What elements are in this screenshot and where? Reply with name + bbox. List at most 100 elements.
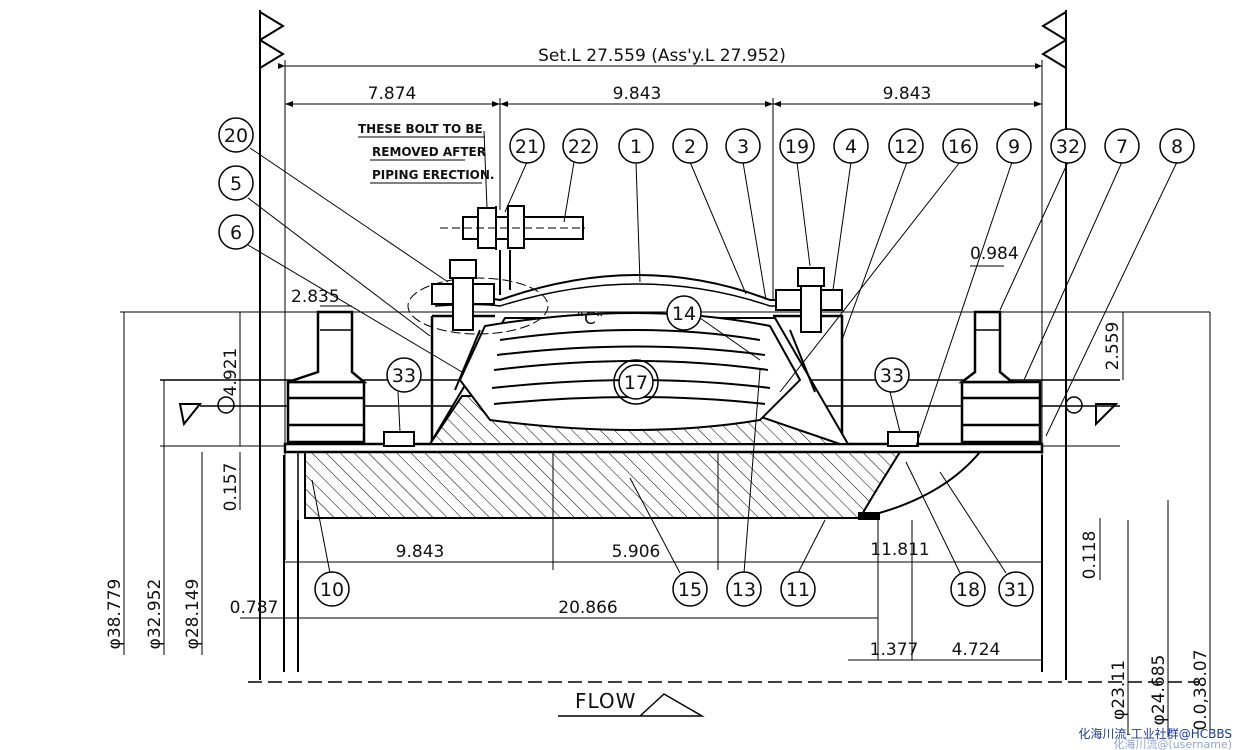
balloon-number: 8 bbox=[1171, 136, 1183, 158]
balloon-number: 12 bbox=[894, 136, 918, 158]
balloon-number: 1 bbox=[630, 136, 642, 158]
balloon-number: 2 bbox=[684, 136, 696, 158]
balloon-number: 7 bbox=[1116, 136, 1128, 158]
balloon-circle bbox=[998, 571, 1034, 607]
dim-bottom-b: 5.906 bbox=[612, 542, 661, 562]
balloon-circle bbox=[618, 364, 654, 400]
flow-label: FLOW bbox=[575, 689, 636, 713]
dim-top-2: 9.843 bbox=[613, 84, 662, 104]
right-flange bbox=[958, 310, 1042, 444]
balloon-circle bbox=[888, 128, 924, 164]
balloon-number: 4 bbox=[845, 136, 857, 158]
balloon-circle bbox=[218, 117, 254, 153]
balloon-circle bbox=[725, 128, 761, 164]
balloon-circle bbox=[314, 571, 350, 607]
note-line-2: REMOVED AFTER bbox=[372, 145, 486, 159]
balloon-number: 15 bbox=[678, 579, 702, 601]
erection-note: THESE BOLT TO BE REMOVED AFTER PIPING ER… bbox=[358, 122, 494, 209]
balloon-circle bbox=[726, 571, 762, 607]
top-chain-dimensions: 7.874 9.843 9.843 bbox=[285, 84, 1042, 107]
dim-right-small: 0.984 bbox=[970, 244, 1019, 264]
balloon-circle bbox=[562, 128, 598, 164]
balloon-circle bbox=[386, 357, 422, 393]
balloon-number: 13 bbox=[732, 579, 756, 601]
leader-lines bbox=[247, 147, 1178, 574]
balloon-number: 18 bbox=[956, 579, 980, 601]
balloon-number: 32 bbox=[1056, 136, 1080, 158]
dim-bottom-e: 0.787 bbox=[230, 598, 279, 618]
balloon-circle bbox=[1050, 128, 1086, 164]
watermark: 化海川流-工业社群@HCBBS 化海川流@(username) bbox=[1078, 726, 1232, 750]
dim-bottom-g: 4.724 bbox=[952, 640, 1001, 660]
balloon-circle bbox=[996, 128, 1032, 164]
balloon-number: 21 bbox=[515, 136, 539, 158]
balloon-circle bbox=[950, 571, 986, 607]
dim-gap: 0.157 bbox=[221, 463, 241, 512]
balloon-circle bbox=[779, 128, 815, 164]
note-line-1: THESE BOLT TO BE bbox=[358, 122, 483, 136]
note-line-3: PIPING ERECTION. bbox=[372, 168, 494, 182]
detail-c-ellipse bbox=[407, 277, 549, 335]
dia-left-2: φ32.952 bbox=[145, 579, 165, 650]
overall-dimension: Set.L 27.559 (Ass'y.L 27.952) bbox=[278, 46, 1042, 69]
dim-left-height: 4.921 bbox=[221, 348, 241, 397]
balloon-number: 17 bbox=[624, 372, 648, 394]
dia-right-3: 0.0,38.07 bbox=[1191, 649, 1211, 730]
pipe-walls-bottom bbox=[283, 455, 1043, 672]
dim-bottom-c: 11.811 bbox=[870, 540, 929, 560]
balloon-number: 33 bbox=[880, 365, 904, 387]
balloon-circle bbox=[874, 357, 910, 393]
dia-left-3: φ28.149 bbox=[183, 579, 203, 650]
section-mark-right bbox=[1041, 10, 1067, 680]
dim-top-3: 9.843 bbox=[883, 84, 932, 104]
balloons-inner: 14 17 33 33 bbox=[386, 295, 910, 405]
balloon-number: 16 bbox=[948, 136, 972, 158]
dia-right-1: φ23.11 bbox=[1109, 660, 1129, 720]
balloon-number: 31 bbox=[1004, 579, 1028, 601]
balloon-number: 10 bbox=[320, 579, 344, 601]
dim-right-height: 2.559 bbox=[1103, 322, 1123, 371]
balloon-number: 14 bbox=[672, 303, 696, 325]
dim-bottom-a: 9.843 bbox=[396, 542, 445, 562]
detail-c-label: "C" bbox=[576, 309, 604, 329]
watermark-subtext: 化海川流@(username) bbox=[1113, 737, 1232, 750]
balloon-circle bbox=[833, 128, 869, 164]
dia-right-2: φ24.685 bbox=[1149, 655, 1169, 726]
balloon-circle bbox=[672, 571, 708, 607]
balloon-number: 20 bbox=[224, 125, 248, 147]
balloon-number: 33 bbox=[392, 365, 416, 387]
right-side-dimensions: 0.984 2.559 0.118 φ23.11 φ24.685 0.0,38.… bbox=[970, 244, 1211, 735]
shipping-bolt bbox=[440, 205, 585, 295]
balloon-circle bbox=[1159, 128, 1195, 164]
balloon-circle bbox=[666, 295, 702, 331]
balloon-circle bbox=[509, 128, 545, 164]
balloon-circle bbox=[218, 165, 254, 201]
balloon-circle bbox=[942, 128, 978, 164]
balloon-circle bbox=[780, 571, 816, 607]
balloon-number: 6 bbox=[230, 222, 242, 244]
left-flange bbox=[286, 310, 368, 444]
bottom-dimensions: 9.843 5.906 11.811 20.866 0.787 1.377 4.… bbox=[230, 452, 1042, 661]
overall-dimension-label: Set.L 27.559 (Ass'y.L 27.952) bbox=[538, 46, 786, 66]
balloon-outer-ring bbox=[613, 359, 659, 405]
balloon-circle bbox=[218, 214, 254, 250]
balloon-number: 19 bbox=[785, 136, 809, 158]
dim-bottom-f: 1.377 bbox=[870, 640, 919, 660]
left-side-dimensions: 2.835 4.921 0.157 φ38.779 φ32.952 φ28.14… bbox=[105, 287, 352, 655]
balloon-number: 5 bbox=[230, 173, 242, 195]
frame-bolts bbox=[383, 259, 919, 447]
balloon-number: 9 bbox=[1008, 136, 1020, 158]
liner-body bbox=[297, 450, 1042, 520]
dim-bottom-d: 20.866 bbox=[558, 598, 617, 618]
dim-thk: 0.118 bbox=[1080, 531, 1100, 580]
section-mark-left bbox=[259, 10, 285, 680]
balloon-number: 3 bbox=[737, 136, 749, 158]
balloon-circle bbox=[618, 128, 654, 164]
dim-left-small: 2.835 bbox=[291, 287, 340, 307]
dia-left-1: φ38.779 bbox=[105, 579, 125, 650]
balloon-number: 22 bbox=[568, 136, 592, 158]
balloon-circle bbox=[1104, 128, 1140, 164]
